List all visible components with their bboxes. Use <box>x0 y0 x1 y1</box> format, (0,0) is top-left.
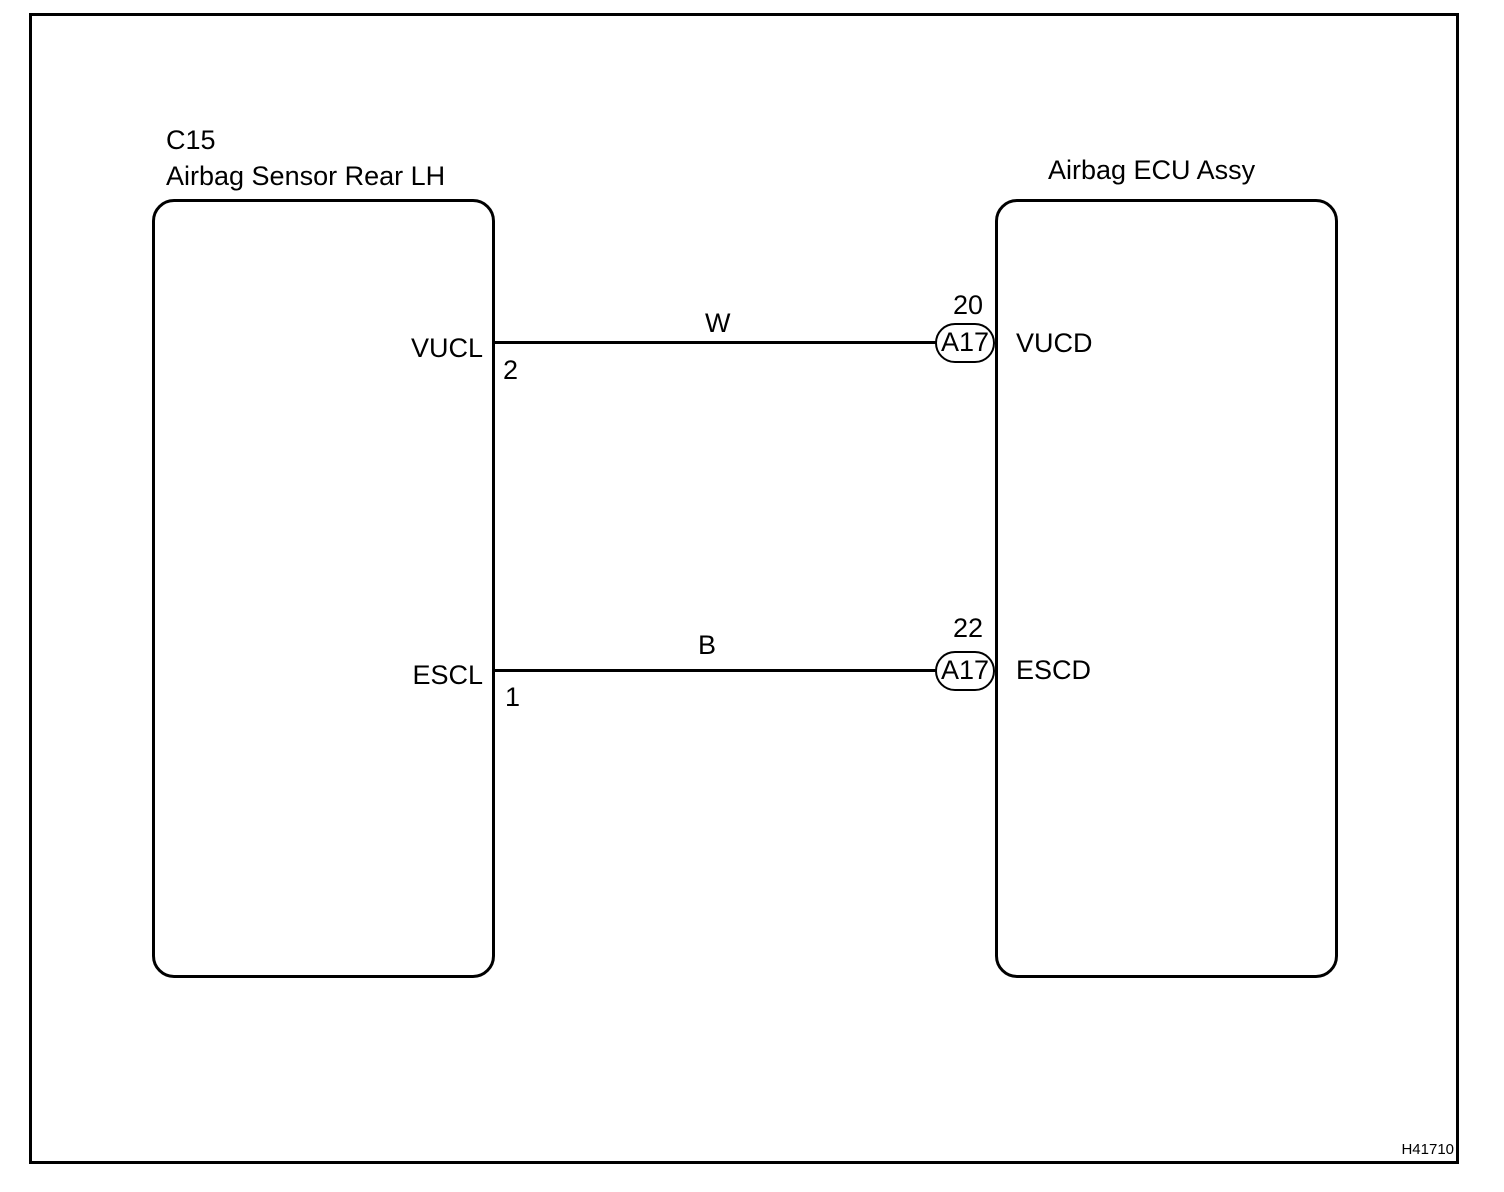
wire-escl-escd <box>493 669 936 672</box>
left-terminal-pin-1: 1 <box>505 682 521 712</box>
figure-code: H41710 <box>1401 1141 1454 1158</box>
left-component-code: C15 <box>166 125 216 155</box>
left-terminal-signal-vucl: VUCL <box>410 333 483 363</box>
wire-vucl-vucd <box>493 341 936 344</box>
right-terminal-pin-22: 22 <box>953 613 984 643</box>
left-component-box <box>152 199 495 978</box>
right-component-name: Airbag ECU Assy <box>1048 155 1256 185</box>
connector-a17-upper: A17 <box>935 323 995 363</box>
wire-color-label-w: W <box>705 308 731 338</box>
left-terminal-pin-2: 2 <box>503 355 519 385</box>
left-terminal-signal-escl: ESCL <box>412 660 483 690</box>
left-component-name: Airbag Sensor Rear LH <box>166 161 446 191</box>
right-terminal-pin-20: 20 <box>953 290 984 320</box>
wire-color-label-b: B <box>698 630 717 660</box>
right-terminal-signal-escd: ESCD <box>1016 655 1092 685</box>
connector-a17-lower: A17 <box>935 651 995 691</box>
right-terminal-signal-vucd: VUCD <box>1016 328 1093 358</box>
diagram-frame <box>29 13 1459 1164</box>
right-component-box <box>995 199 1338 978</box>
